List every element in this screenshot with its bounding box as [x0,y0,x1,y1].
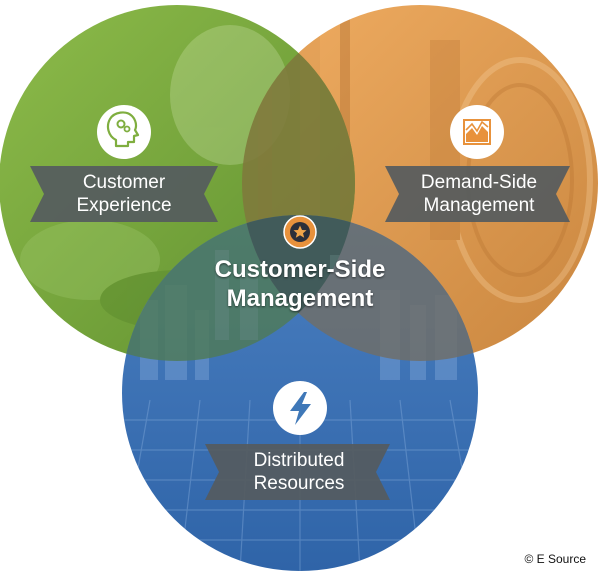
customer-experience-label-line1: Customer [82,172,166,193]
distributed-label-line2: Resources [253,473,345,494]
center-title: Customer-Side Management [150,255,450,313]
distributed-label-line1: Distributed [253,450,345,471]
distributed-label: Distributed Resources [219,449,379,495]
customer-experience-banner [30,166,218,222]
demand-side-label-line2: Management [423,195,535,216]
distributed-banner [205,444,390,500]
star-icon [283,215,317,249]
center-title-line1: Customer-Side [214,256,386,283]
head-gears-icon [97,105,151,159]
center-title-line2: Management [226,285,374,312]
customer-experience-label: Customer Experience [44,171,204,217]
chart-icon [450,105,504,159]
lightning-icon [273,381,327,435]
copyright: © E Source [524,552,586,566]
demand-side-label: Demand-Side Management [399,171,559,217]
customer-experience-label-line2: Experience [76,195,172,216]
demand-side-label-line1: Demand-Side [420,172,538,193]
demand-side-banner [385,166,570,222]
